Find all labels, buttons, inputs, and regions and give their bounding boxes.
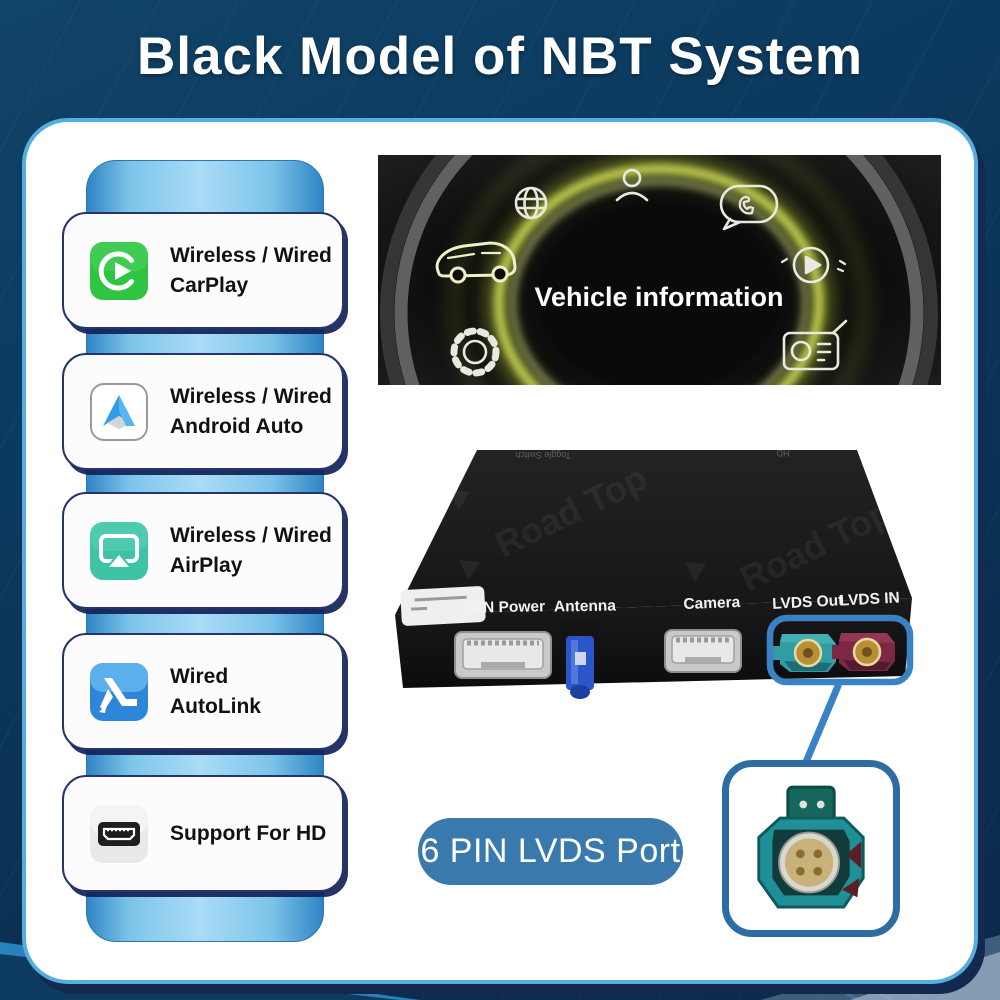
car-icon	[435, 241, 517, 284]
display-center-label: Vehicle information	[534, 282, 783, 312]
feature-line1: Wireless / Wired	[170, 385, 332, 408]
settings-gear-icon	[450, 327, 500, 377]
feature-line2: AutoLink	[170, 695, 261, 718]
feature-line1: Support For HD	[170, 822, 327, 845]
globe-icon	[514, 186, 548, 220]
lvds-out-connector	[773, 634, 836, 672]
interface-box-photo: Road Top Road Top Toggle Switch HD CAN P…	[393, 440, 917, 702]
feature-line2: AirPlay	[170, 554, 243, 577]
display-bezel	[394, 155, 924, 385]
port-label-antenna: Antenna	[554, 597, 617, 615]
box-silkscreen-hd: HD	[776, 448, 789, 458]
serial-sticker	[400, 586, 486, 626]
android-auto-icon	[90, 382, 148, 441]
can-power-connector	[454, 631, 552, 679]
camera-connector	[664, 629, 742, 673]
carplay-icon	[90, 241, 148, 300]
feature-line2: Android Auto	[170, 415, 304, 438]
feature-line1: Wireless / Wired	[170, 244, 332, 267]
radio-icon	[782, 319, 848, 371]
box-top-face	[395, 450, 912, 615]
airplay-icon	[90, 521, 148, 580]
hsd-connector-closeup	[757, 785, 865, 908]
user-icon	[615, 168, 649, 202]
feature-card-airplay: Wireless / Wired AirPlay	[62, 492, 344, 609]
lvds-port-pill-label: 6 PIN LVDS Port	[418, 818, 683, 885]
feature-card-carplay: Wireless / Wired CarPlay	[62, 212, 344, 329]
page-title: Black Model of NBT System	[137, 27, 863, 86]
box-silkscreen-toggle-switch: Toggle Switch	[515, 450, 571, 460]
head-unit-display-photo: Vehicle information	[378, 155, 941, 385]
lvds-in-connector	[832, 633, 895, 671]
feature-line1: Wired	[170, 665, 229, 688]
feature-line1: Wireless / Wired	[170, 524, 332, 547]
feature-line2: CarPlay	[170, 274, 249, 297]
hdmi-icon	[90, 804, 148, 863]
feature-card-autolink: Wired AutoLink	[62, 633, 344, 750]
antenna-fakra-connector	[562, 622, 596, 699]
feature-card-hd: Support For HD	[62, 775, 344, 892]
port-label-lvds-in: LVDS IN	[839, 589, 900, 609]
lvds-connector-callout	[722, 760, 900, 937]
port-label-can-power: CAN Power	[461, 598, 546, 616]
media-play-icon	[780, 246, 847, 284]
lvds-ports-highlight-outline	[766, 614, 914, 686]
port-label-camera: Camera	[683, 594, 741, 613]
port-label-lvds-out: LVDS Out	[772, 592, 844, 613]
autolink-icon	[90, 662, 148, 721]
phone-chat-icon	[719, 184, 779, 231]
feature-card-android-auto: Wireless / Wired Android Auto	[62, 353, 344, 470]
callout-connector-line	[802, 682, 842, 766]
